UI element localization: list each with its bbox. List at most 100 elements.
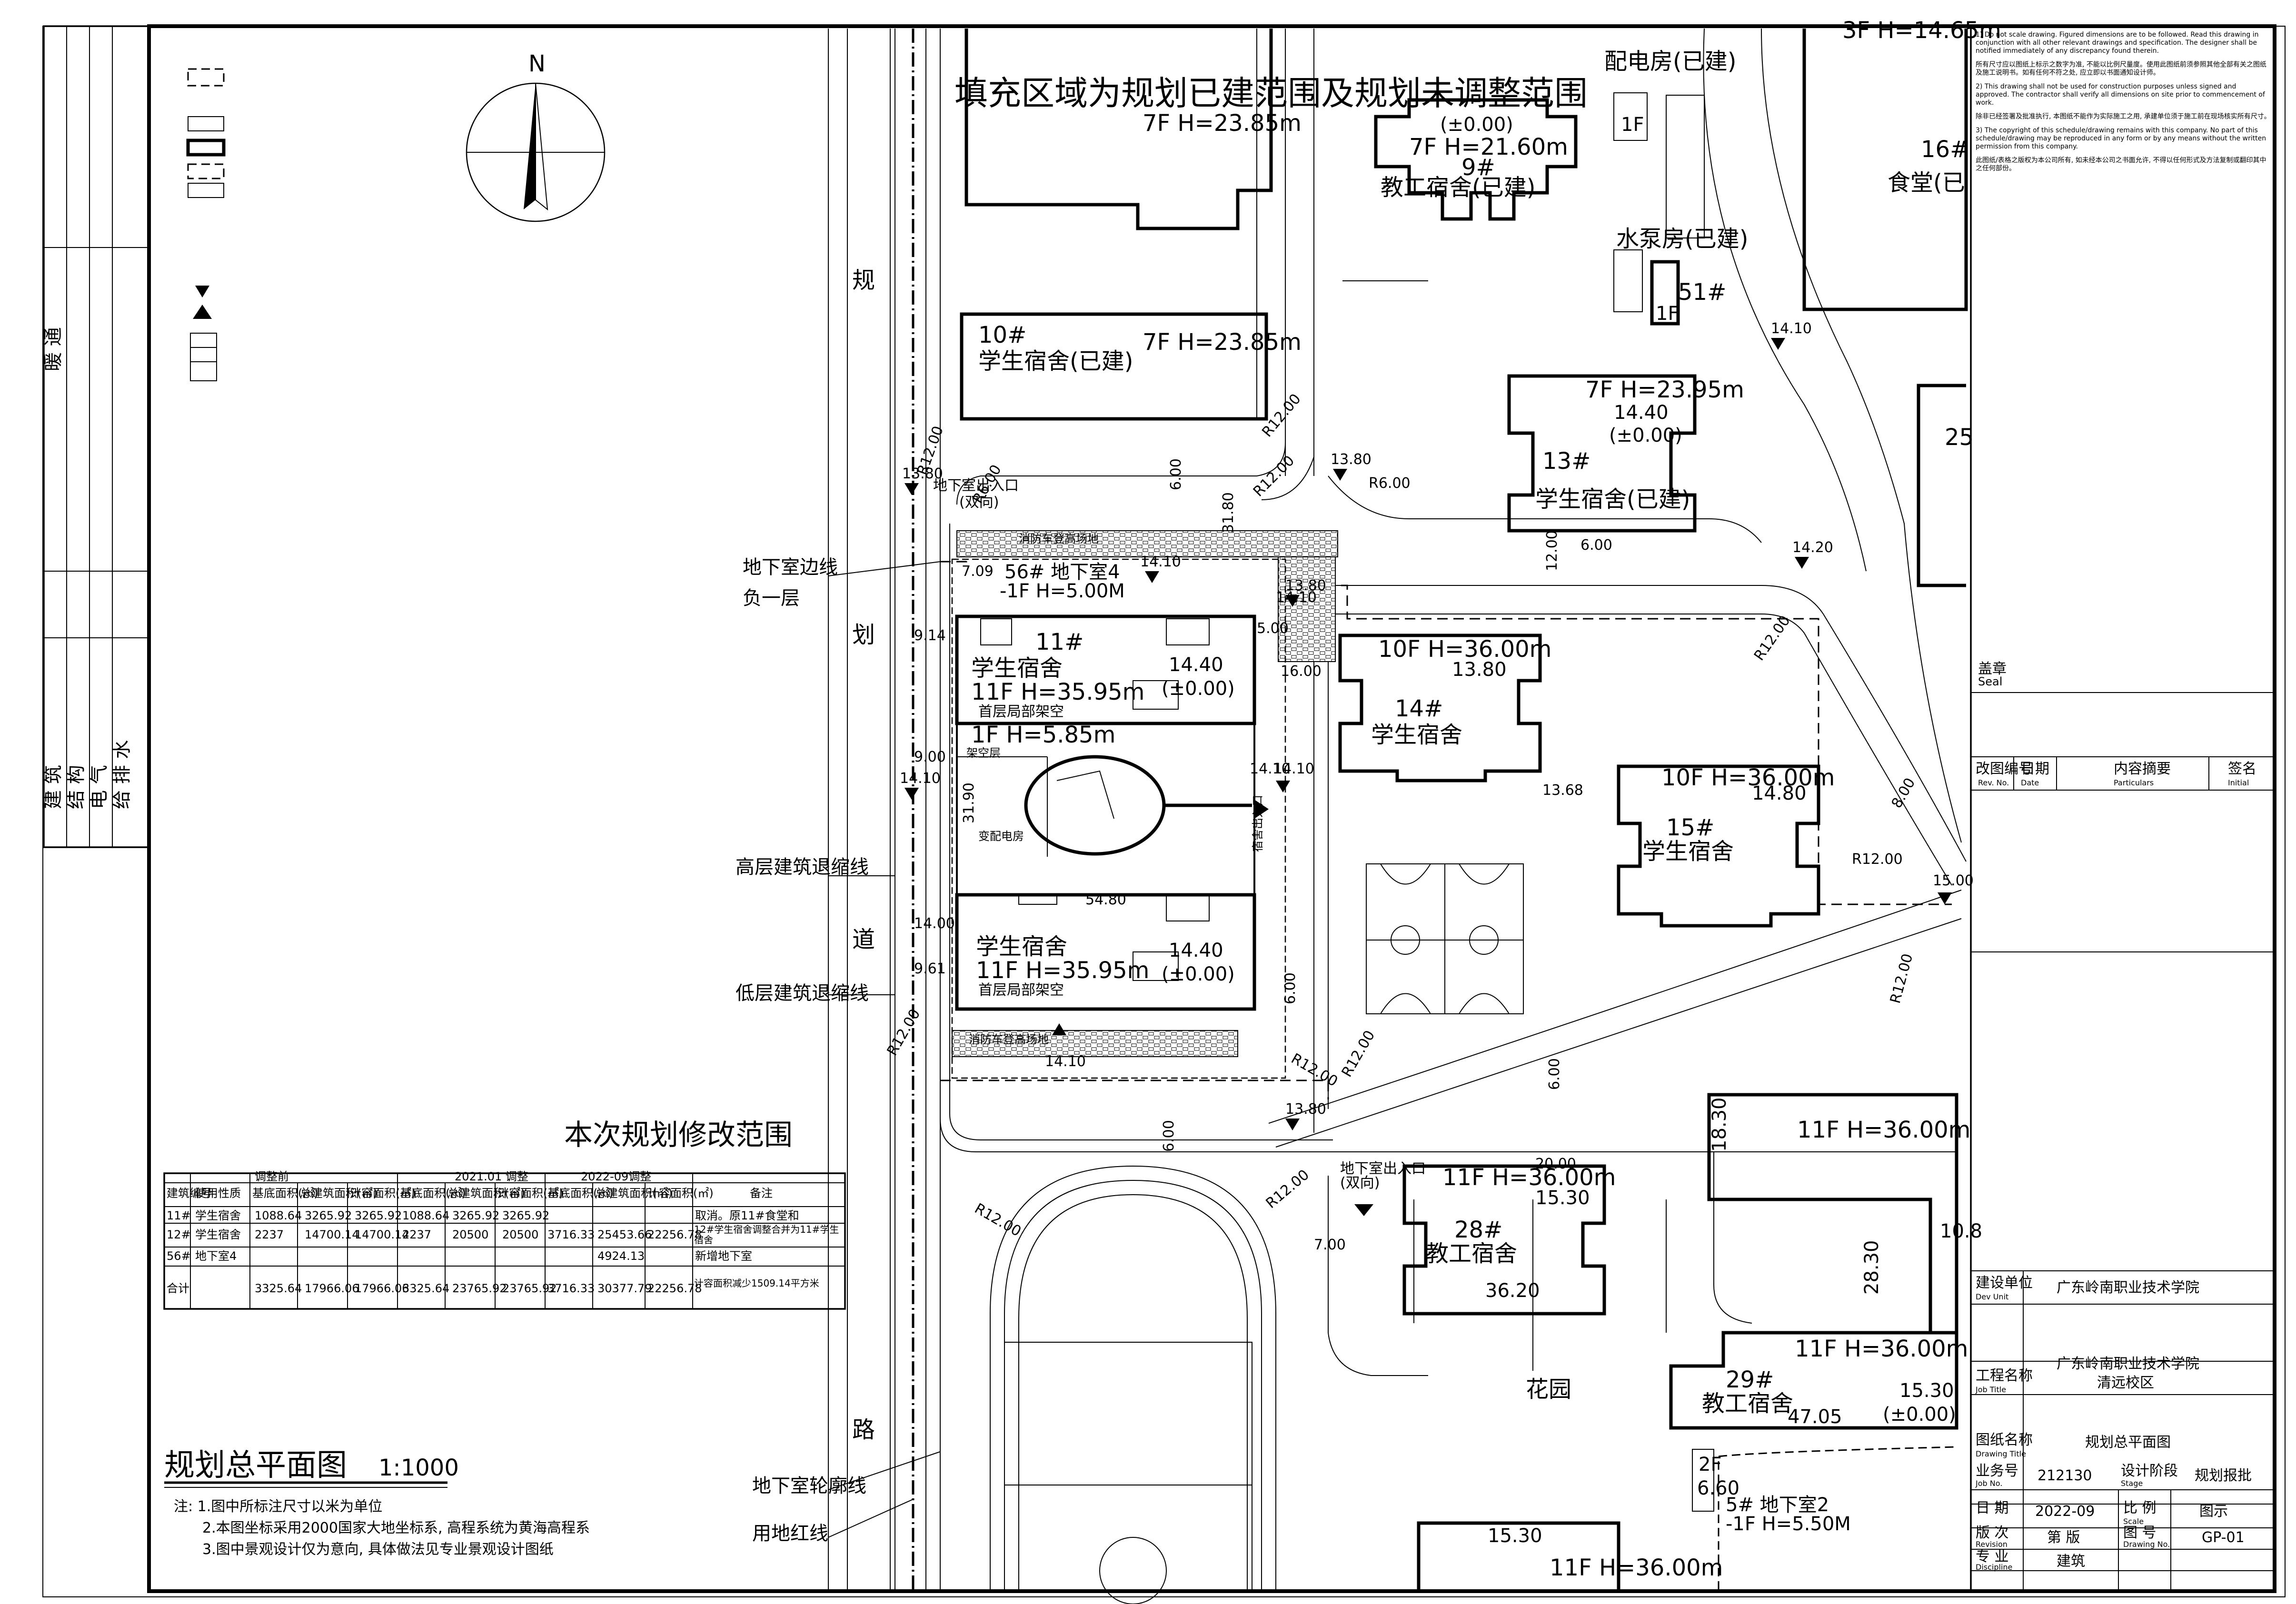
north-label: N: [528, 50, 546, 77]
table-row: 56# 地下室4 4924.13 新增地下室: [167, 1249, 752, 1263]
svg-text:4924.13: 4924.13: [597, 1249, 645, 1263]
building-16-number: 16#: [1921, 136, 1969, 163]
building-9-number: 9#: [1461, 154, 1495, 181]
elevation-9: 13.80: [1285, 1101, 1326, 1118]
building-bottom-level: 15.30: [1488, 1525, 1542, 1547]
building-51-number: 51#: [1678, 279, 1726, 306]
building-51: 水泵房(已建) 51# 1F: [1613, 226, 1748, 326]
table-group-2021: 2021.01 调整: [455, 1170, 528, 1183]
building-13-height: 7F H=23.95m: [1585, 376, 1744, 403]
building-11-number: 11#: [1035, 629, 1083, 655]
table-group-before: 调整前: [255, 1170, 289, 1183]
building-9-name: 教工宿舍(已建): [1381, 174, 1535, 201]
seal-label-en: Seal: [1978, 675, 2002, 688]
building-right-dim3: 10.8: [1940, 1220, 1982, 1242]
svg-text:1088.64: 1088.64: [255, 1209, 302, 1222]
fire-lane-label-top: 消防车登高场地: [1019, 532, 1099, 545]
fire-lane-top: [956, 530, 1338, 557]
fire-lane-label-bottom: 消防车登高场地: [969, 1033, 1049, 1046]
substation-existing: 配电房(已建) 1F (±0.00): [1440, 48, 1736, 238]
dim-26: 5.00: [1257, 620, 1289, 637]
building-28-level: 15.30: [1535, 1187, 1590, 1209]
rev-no-label: 改图编号: [1976, 761, 2033, 777]
drawing-label: 图纸名称: [1976, 1432, 2033, 1448]
rev-date-label-en: Date: [2021, 778, 2039, 787]
table-row: 12# 学生宿舍 2237 14700.14 14700.14 2237 205…: [167, 1224, 839, 1245]
building-25-number: 25: [1945, 424, 1974, 451]
building-28-dim: 36.20: [1485, 1280, 1540, 1302]
dim-10: R12.00: [1852, 851, 1903, 868]
building-16-height: 3F H=14.65m: [1842, 17, 2001, 44]
initial-label-en: Initial: [2228, 778, 2249, 787]
building-11-podium-height: 1F H=5.85m: [971, 722, 1115, 748]
stamp-struct: 结 构: [65, 765, 87, 809]
svg-text:新增地下室: 新增地下室: [695, 1249, 752, 1263]
building-29-level1: 15.30: [1899, 1380, 1954, 1402]
elevation-10: 14.10: [1045, 1053, 1086, 1070]
building-right: [1707, 1093, 1958, 1335]
basement-5-label: 5# 地下室2: [1726, 1494, 1829, 1516]
svg-text:56#: 56#: [167, 1249, 191, 1263]
building-15-name: 学生宿舍: [1642, 838, 1734, 865]
callout-basement-outline: 地下室轮廓线: [752, 1475, 866, 1497]
building-25: [1917, 384, 1966, 587]
building-29: [1669, 1331, 1958, 1430]
building-7f-top: [964, 29, 1273, 230]
discipline-label: 专 业: [1976, 1548, 2009, 1565]
building-13-level2: (±0.00): [1609, 425, 1682, 446]
dim-30: 31.80: [1220, 492, 1237, 533]
dim-12: R12.00: [1339, 1028, 1379, 1080]
basement-5: 2F 6.60 5# 地下室2 -1F H=5.50M: [1692, 1446, 1957, 1590]
note-cn-1: 所有尺寸应以图纸上标示之数字为准, 不能以比例尺量度。使用此图纸前须参照其他全部…: [1976, 61, 2266, 77]
road-char-2: 划: [852, 622, 875, 648]
dim-25: 7.09: [962, 563, 994, 580]
entrance-1-two-way: (双向): [959, 494, 999, 511]
svg-text:25453.66: 25453.66: [597, 1228, 652, 1241]
discipline-label-en: Discipline: [1976, 1563, 2012, 1572]
building-10-number: 10#: [978, 322, 1026, 348]
stamp-elec: 电 气: [88, 765, 110, 809]
building-11-level1: 14.40: [1169, 654, 1223, 676]
svg-text:学生宿舍: 学生宿舍: [195, 1228, 241, 1241]
building-10-name: 学生宿舍(已建): [978, 348, 1133, 375]
road-char-1: 规: [852, 267, 875, 294]
dim-15: 20.00: [1535, 1156, 1576, 1172]
scope-title: 本次规划修改范围: [564, 1119, 793, 1152]
callout-basement-edge: 地下室边线: [743, 556, 838, 578]
client-label: 建设单位: [1976, 1275, 2033, 1291]
svg-text:2237: 2237: [402, 1228, 431, 1241]
elevation-13: 15.00: [1933, 872, 1974, 889]
svg-text:3716.33: 3716.33: [547, 1228, 595, 1241]
note-cn-3: 此图纸/表格之版权为本公司所有, 如未经本公司之书面允许, 不得以任何形式及方法…: [1976, 157, 2266, 172]
callout-highrise-setback: 高层建筑退缩线: [736, 856, 869, 878]
drawing-no-label-en: Drawing No.: [2123, 1540, 2170, 1549]
dim-14: 6.00: [1161, 1120, 1177, 1152]
rev-date-label: 日期: [2021, 761, 2049, 777]
building-13-level1: 14.40: [1614, 402, 1669, 424]
table-col-8: 计容面积(㎡): [497, 1187, 564, 1200]
building-right-dim2: 28.30: [1861, 1240, 1883, 1295]
svg-text:3325.64: 3325.64: [255, 1282, 302, 1295]
table-col-6: 基底面积(㎡): [400, 1187, 466, 1200]
drawing-value: 规划总平面图: [2085, 1434, 2171, 1451]
job-value-1: 广东岭南职业技术学院: [2057, 1356, 2199, 1372]
dim-16: 7.00: [1314, 1237, 1346, 1253]
date2-label: 日 期: [1976, 1500, 2009, 1516]
drawing-label-en: Drawing Title: [1976, 1449, 2026, 1458]
dim-4: R6.00: [1369, 475, 1411, 492]
svg-text:2237: 2237: [255, 1228, 284, 1241]
building-14-name: 学生宿舍: [1371, 722, 1462, 748]
svg-text:14700.14: 14700.14: [305, 1228, 359, 1241]
building-11: 11# 学生宿舍 11F H=35.95m 首层局部架空 14.40 (±0.0…: [955, 614, 1256, 1011]
dim-33: 6.00: [1282, 972, 1299, 1004]
svg-text:12#: 12#: [167, 1228, 191, 1241]
initial-label: 签名: [2228, 761, 2256, 777]
job-label: 工程名称: [1976, 1367, 2033, 1384]
table-col-12: 备注: [750, 1187, 773, 1200]
job-label-en: Job Title: [1975, 1385, 2006, 1394]
building-14-number: 14#: [1395, 695, 1443, 722]
building-right-dim1: 18.30: [1709, 1097, 1730, 1152]
svg-text:3265.92: 3265.92: [355, 1209, 402, 1222]
stage-label: 设计阶段: [2121, 1463, 2178, 1479]
stamp-hvac: 暖 通: [42, 327, 64, 371]
